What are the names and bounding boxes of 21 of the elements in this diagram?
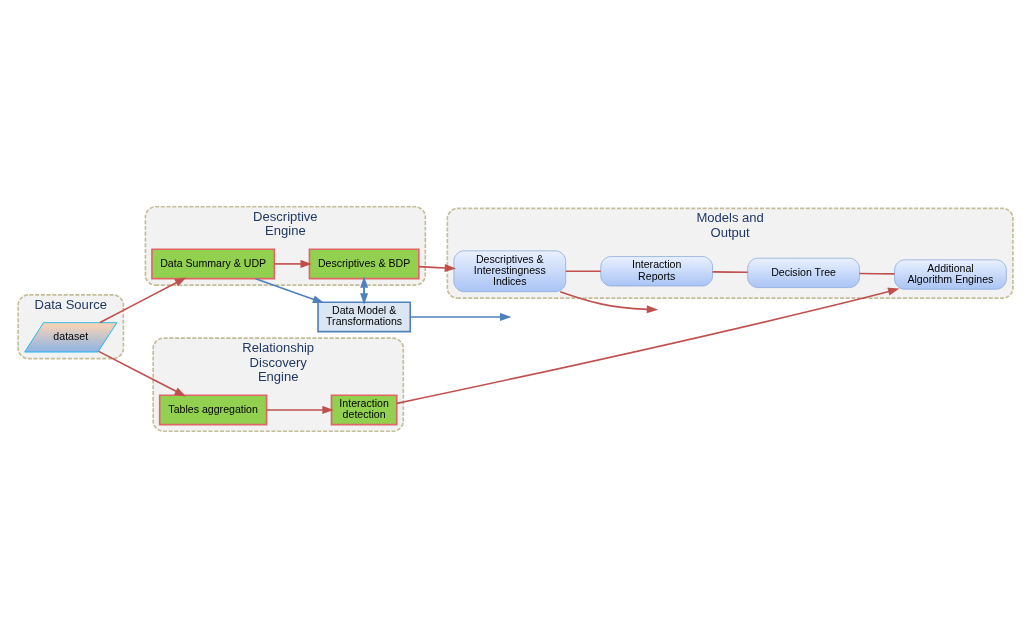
arrow	[418, 263, 457, 272]
arrow	[99, 277, 187, 323]
arrow	[559, 290, 659, 313]
arrow	[97, 350, 187, 396]
node-box: Tables aggregation	[158, 394, 268, 425]
arrow	[396, 287, 900, 404]
connector	[564, 269, 602, 272]
node-box: Data Model & Transformations	[317, 300, 412, 332]
node-box: Descriptives & BDP	[308, 247, 420, 279]
node-box: Interaction Reports	[600, 255, 713, 286]
node-box: Additional Algorithm Engines	[894, 258, 1007, 290]
node-box: Data Summary & UDP	[151, 247, 276, 279]
arrow	[409, 312, 512, 321]
arrow	[265, 405, 334, 414]
node-box: Decision Tree	[747, 257, 860, 288]
arrow	[254, 277, 325, 303]
node-box: Descriptives & Interestingness Indices	[453, 249, 567, 292]
arrow	[273, 259, 312, 268]
connector	[858, 272, 896, 275]
connector	[711, 270, 749, 273]
node-box: Interaction detection	[330, 394, 398, 425]
